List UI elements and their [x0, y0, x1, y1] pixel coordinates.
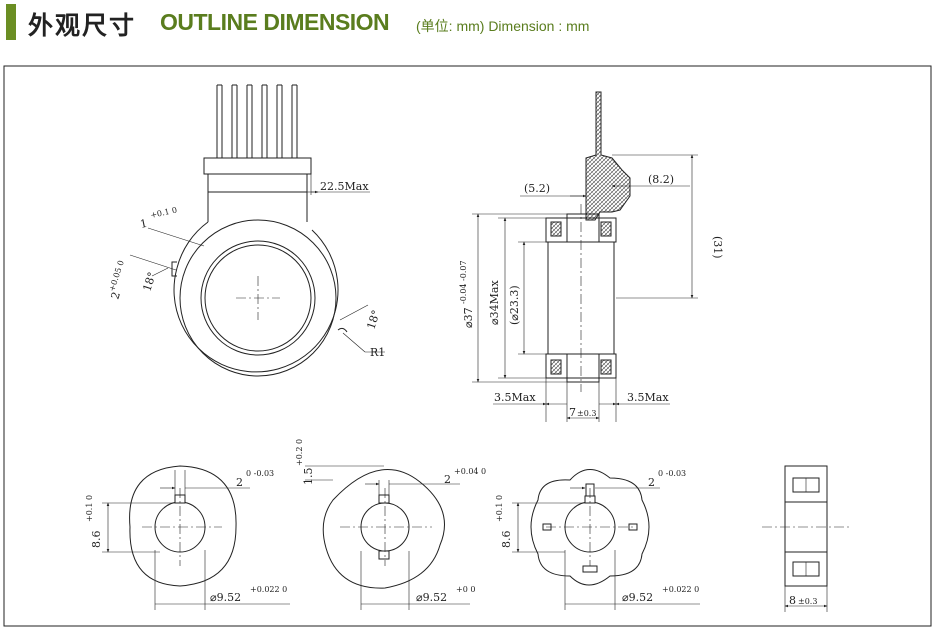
dim-inner-diameter: (⌀23.3) — [508, 285, 521, 325]
side-section-view — [472, 91, 698, 422]
v3-key-width-tol: 0 -0.03 — [658, 469, 686, 478]
dim-width-max: 22.5Max — [320, 180, 369, 193]
v1-bore-tol: +0.022 0 — [250, 585, 287, 594]
header-accent-bar — [6, 4, 16, 40]
rotor-view-2 — [305, 465, 470, 610]
dim-height: (31) — [711, 236, 724, 259]
v3-bore-tol: +0.022 0 — [662, 585, 699, 594]
title-chinese: 外观尺寸 — [28, 11, 137, 40]
dim-slot-depth: 2 — [108, 290, 123, 301]
v2-key-width-tol: +0.04 0 — [454, 467, 486, 476]
v3-key-width: 2 — [648, 476, 655, 489]
v2-bore-diameter: ⌀9.52 — [416, 591, 447, 604]
unit-subtitle: (单位: mm) Dimension : mm — [416, 18, 590, 34]
angle-right: 18° — [364, 308, 382, 331]
v1-key-width: 2 — [236, 476, 243, 489]
dim-lead-offset: (5.2) — [524, 182, 550, 195]
drawing-frame — [3, 65, 932, 627]
angle-left: 18° — [140, 270, 158, 293]
v2-bore-tol: +0 0 — [456, 585, 475, 594]
v1-bore-diameter: ⌀9.52 — [210, 591, 241, 604]
v4-width: 8 — [789, 594, 796, 607]
dim-outer-diameter: ⌀37 — [462, 307, 475, 328]
v1-key-height-tol: +0.1 0 — [85, 495, 94, 522]
v4-width-tol: ±0.3 — [798, 597, 817, 606]
top-left-front-view — [129, 84, 385, 377]
wire-leads — [216, 84, 298, 158]
dim-slot-width: 1 — [139, 217, 149, 231]
v2-key-height: 1.5 — [302, 468, 315, 486]
dim-lead-width: (8.2) — [648, 173, 674, 186]
dim-left-overhang: 3.5Max — [494, 391, 536, 404]
dim-right-overhang: 3.5Max — [627, 391, 669, 404]
rotor-view-1 — [102, 465, 290, 610]
dim-diameter-max: ⌀34Max — [488, 280, 501, 325]
v3-key-height: 8.6 — [500, 531, 513, 549]
dim-outer-diameter-tol: -0.04 -0.07 — [459, 260, 468, 304]
v1-key-height: 8.6 — [90, 531, 103, 549]
page-header: 外观尺寸 OUTLINE DIMENSION (单位: mm) Dimensio… — [0, 0, 939, 46]
v2-key-height-tol: +0.2 0 — [295, 439, 304, 466]
v3-key-height-tol: +0.1 0 — [495, 495, 504, 522]
title-english: OUTLINE DIMENSION — [160, 9, 390, 35]
radius-label: R1 — [370, 346, 385, 359]
v2-key-width: 2 — [444, 473, 451, 486]
dim-core-width: 7 — [569, 406, 576, 419]
dim-slot-width-tol: +0.1 0 — [150, 206, 178, 220]
v1-key-width-tol: 0 -0.03 — [246, 469, 274, 478]
dim-slot-depth-tol: +0.05 0 — [107, 259, 125, 292]
dim-core-width-tol: ±0.3 — [577, 409, 596, 418]
rotor-side-view — [762, 465, 850, 612]
v3-bore-diameter: ⌀9.52 — [622, 591, 653, 604]
rotor-view-3 — [512, 469, 700, 610]
